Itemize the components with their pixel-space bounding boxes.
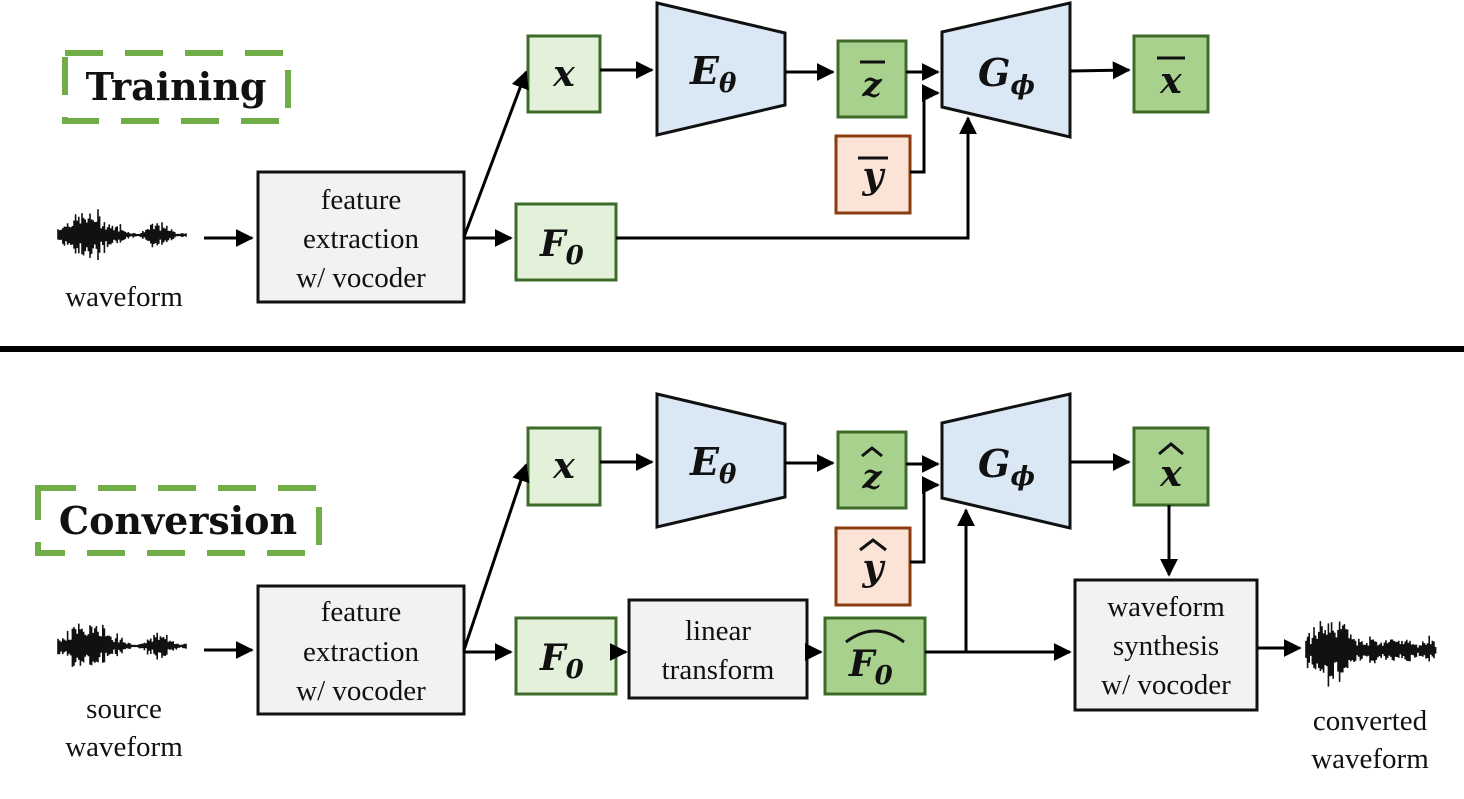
x-bar-box [1132,34,1210,114]
y-hat-caret [859,538,887,552]
generator-label: Gϕ [978,50,1035,101]
conv-f0-label: F0 [539,637,584,685]
z-hat-box [836,430,908,510]
x-hat-label: x [1159,453,1182,495]
arrow-feature-to-x [462,70,529,238]
x-hat-box [1132,426,1210,507]
linear-transform-line2: transform [662,654,775,686]
converted-waveform-label-line2: waveform [1311,743,1429,775]
y-bar-label: y [862,155,886,197]
encoder-block [655,1,787,137]
generator-block [940,1,1072,139]
training-title-frame [62,50,291,124]
conv-feature-line2: extraction [303,636,419,668]
conv-encoder-label: Eθ [689,439,737,490]
arrow-y-to-generator [910,84,940,174]
z-bar-label: z [861,65,882,105]
z-bar-box [836,39,908,119]
synthesis-line2: synthesis [1113,630,1219,662]
source-waveform-label-line1: source [86,693,162,725]
conversion-title: Conversion [59,498,297,543]
f0-hat-arc [845,629,905,644]
waveform-icon [57,209,187,260]
x-label: x [552,53,575,95]
source-waveform-icon [57,623,187,667]
f0-box [514,202,618,282]
x-bar-label: x [1159,60,1182,102]
conv-feature-line3: w/ vocoder [296,675,426,707]
arrow-generator-to-xbar [1069,61,1131,80]
arrow-f0-to-generator [616,116,977,240]
z-hat-caret [861,446,883,458]
f0-hat-label: F0 [848,643,893,691]
y-bar-box [834,134,912,215]
f0-label: F0 [539,223,584,271]
x-box [526,34,602,114]
synthesis-line3: w/ vocoder [1101,669,1231,701]
waveform-label: waveform [65,281,183,313]
conv-feature-extraction-box [256,584,466,716]
encoder-label: Eθ [689,48,737,99]
conv-feature-line1: feature [321,596,402,628]
converted-waveform-icon [1305,621,1437,687]
conversion-title-frame [35,485,322,556]
training-section: Training waveform feature extraction w/ … [57,1,1210,313]
y-hat-label: y [862,547,886,589]
conv-arrow-feature-to-x [462,463,530,651]
conv-arrow-yhat-to-generator [910,476,940,564]
waveform-synthesis-box [1073,578,1259,712]
z-hat-label: z [861,457,882,497]
feature-extraction-line2: extraction [303,223,419,255]
converted-waveform-label-line1: converted [1313,705,1428,737]
feature-extraction-line1: feature [321,184,402,216]
linear-transform-line1: linear [685,615,751,647]
synthesis-line1: waveform [1107,591,1225,623]
conv-generator-block [940,392,1072,530]
conv-encoder-block [655,392,787,529]
x-hat-caret [1158,442,1184,456]
conversion-section: Conversion source waveform feature extra… [35,392,1437,775]
conv-generator-label: Gϕ [978,441,1035,492]
feature-extraction-line3: w/ vocoder [296,262,426,294]
conv-x-box [526,426,602,507]
training-title: Training [86,64,267,109]
source-waveform-label-line2: waveform [65,731,183,763]
conv-x-label: x [552,445,575,487]
